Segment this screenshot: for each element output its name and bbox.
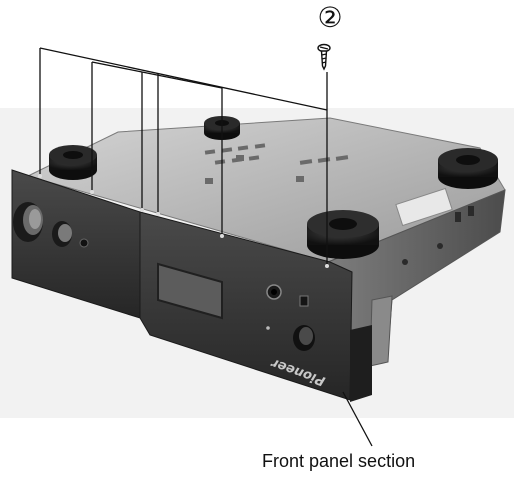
front-panel-lip [350, 325, 372, 402]
step-marker: ② [317, 1, 343, 34]
selector-knob [293, 325, 315, 351]
rating-label [395, 187, 453, 227]
rubber-foot-rear-right [438, 148, 498, 189]
headphone-jack [266, 284, 282, 300]
screw-points [38, 174, 329, 268]
screw-leader-lines [39, 47, 328, 266]
front-button [299, 295, 309, 307]
display-window [157, 262, 223, 320]
input-knob [52, 221, 72, 247]
front-jack-small [79, 238, 89, 248]
figure-caption: Front panel section [262, 451, 416, 471]
rubber-foot-front-right [307, 210, 379, 259]
screw-icon [317, 43, 331, 71]
volume-knob [13, 202, 43, 242]
side-panel-holes [402, 206, 474, 265]
rubber-foot-rear-left [49, 145, 97, 180]
side-bracket [369, 295, 393, 367]
caption-leader-line [342, 391, 373, 447]
indicator-led [266, 326, 270, 330]
